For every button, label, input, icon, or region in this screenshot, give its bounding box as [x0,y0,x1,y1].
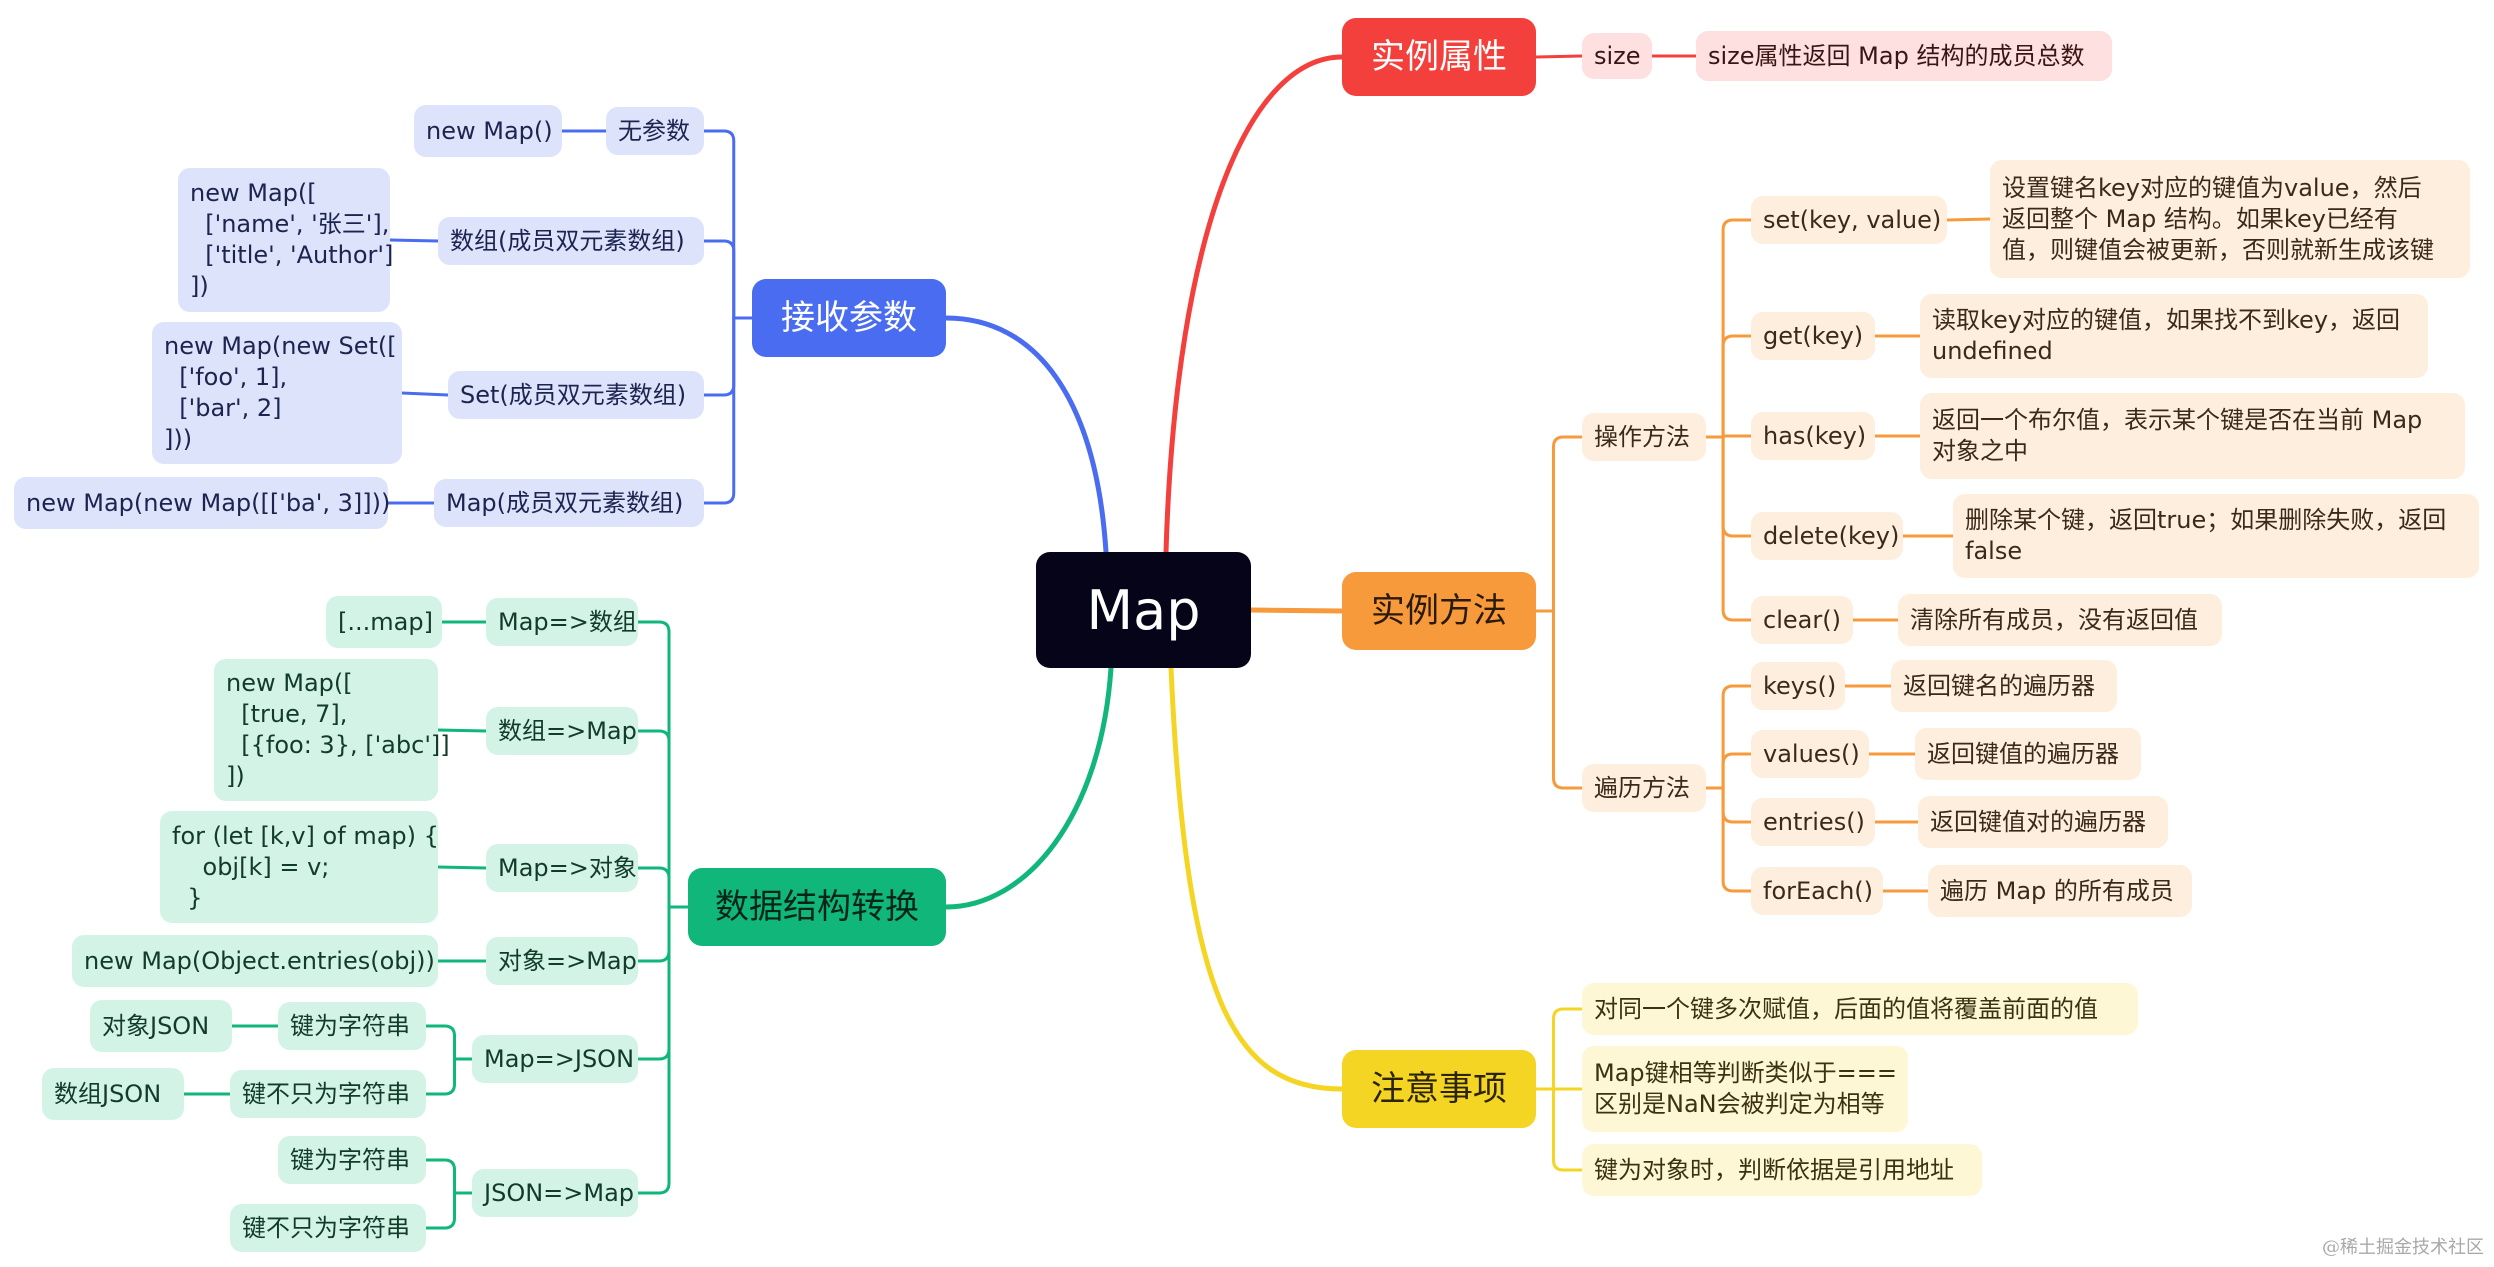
connector-branch [1721,752,1753,790]
connector-branch [1551,1007,1584,1091]
node-keys[interactable]: keys() [1751,662,1845,710]
connector-branch [424,1057,457,1096]
root-node-map[interactable]: Map [1036,552,1251,668]
node-note-reference[interactable]: 键为对象时，判断依据是引用地址 [1582,1144,1982,1196]
node-map-to-array[interactable]: Map=>数组 [486,598,638,646]
connector-branch [1721,435,1753,538]
node-keys-desc[interactable]: 返回键名的遍历器 [1891,660,2117,712]
node-get[interactable]: get(key) [1751,312,1875,360]
branch-data-conversion[interactable]: 数据结构转换 [688,868,946,946]
connector-branch [1721,786,1753,824]
node-delete-desc[interactable]: 删除某个键，返回true；如果删除失败，返回 false [1953,494,2479,578]
node-map-to-object-example[interactable]: for (let [k,v] of map) { obj[k] = v; } [160,811,439,923]
connector-branch [424,1191,457,1230]
node-json-to-map-string-keys[interactable]: 键为字符串 [278,1136,426,1184]
node-object-to-map-example[interactable]: new Map(Object.entries(obj)) [72,935,438,987]
connector-main-red [1163,54,1345,555]
branch-notes[interactable]: 注意事项 [1342,1050,1536,1128]
node-size[interactable]: size [1582,33,1652,79]
connector-main-green [943,665,1114,910]
connector-branch [702,129,736,320]
watermark: @稀土掘金技术社区 [2322,1237,2484,1258]
node-map-param[interactable]: Map(成员双元素数组) [434,479,704,527]
node-clear-desc[interactable]: 清除所有成员，没有返回值 [1898,594,2222,646]
node-no-param-example[interactable]: new Map() [414,105,562,157]
node-array-param[interactable]: 数组(成员双元素数组) [438,217,704,265]
node-map-to-json-string-keys[interactable]: 键为字符串 [278,1002,426,1050]
node-array-to-map-example[interactable]: new Map([ [true, 7], [{foo: 3}, ['abc']]… [214,659,450,801]
connector-leaf [1945,217,1992,222]
node-map-param-example[interactable]: new Map(new Map([['ba', 3]])) [14,477,390,529]
node-note-nan[interactable]: Map键相等判断类似于=== 区别是NaN会被判定为相等 [1582,1046,1908,1132]
node-values[interactable]: values() [1751,730,1869,778]
node-map-to-array-example[interactable]: [...map] [326,596,442,648]
connector-branch [636,905,671,1061]
node-set-param[interactable]: Set(成员双元素数组) [448,371,704,419]
connector-branch [636,905,671,963]
node-clear[interactable]: clear() [1751,596,1853,644]
node-object-json[interactable]: 对象JSON [90,1000,232,1052]
connector-branch [636,729,671,909]
node-note-overwrite[interactable]: 对同一个键多次赋值，后面的值将覆盖前面的值 [1582,983,2138,1035]
node-operation-methods[interactable]: 操作方法 [1582,413,1706,461]
connector-leaf [400,391,450,397]
node-set[interactable]: set(key, value) [1751,196,1947,244]
connector-main-orange [1248,607,1345,614]
connector-branch [1721,218,1753,439]
node-get-desc[interactable]: 读取key对应的键值，如果找不到key，返回 undefined [1920,294,2428,378]
connector-leaf [388,238,440,243]
connector-branch [1551,435,1584,613]
connector-branch [702,316,736,505]
connector-branch [702,239,736,320]
node-map-to-json[interactable]: Map=>JSON [472,1035,638,1083]
connector-branch [1721,786,1753,893]
node-array-json[interactable]: 数组JSON [42,1068,184,1120]
node-foreach[interactable]: forEach() [1751,867,1883,915]
node-delete[interactable]: delete(key) [1751,512,1903,560]
connector-branch [1551,1087,1584,1172]
node-has-desc[interactable]: 返回一个布尔值，表示某个键是否在当前 Map 对象之中 [1920,393,2465,479]
node-json-to-map-mixed-keys[interactable]: 键不只为字符串 [230,1204,426,1252]
connector-branch [702,316,736,397]
connector-branch [424,1158,457,1195]
node-object-to-map[interactable]: 对象=>Map [486,937,638,985]
connector-branch [1551,609,1584,790]
branch-instance-properties[interactable]: 实例属性 [1342,18,1536,96]
node-map-to-object[interactable]: Map=>对象 [486,844,638,892]
node-set-param-example[interactable]: new Map(new Set([ ['foo', 1], ['bar', 2]… [152,322,402,464]
connector-main-blue [943,315,1109,555]
node-entries[interactable]: entries() [1751,798,1875,846]
connector-branch [636,905,671,1195]
branch-parameters[interactable]: 接收参数 [752,279,946,357]
node-array-to-map[interactable]: 数组=>Map [486,707,638,755]
node-json-to-map[interactable]: JSON=>Map [472,1169,638,1217]
connector-leaf [1534,54,1584,59]
node-has[interactable]: has(key) [1751,412,1875,460]
node-entries-desc[interactable]: 返回键值对的遍历器 [1918,796,2168,848]
node-values-desc[interactable]: 返回键值的遍历器 [1915,728,2141,780]
connector-branch [424,1024,457,1061]
connector-branch [636,620,671,909]
node-set-desc[interactable]: 设置键名key对应的键值为value，然后 返回整个 Map 结构。如果key已… [1990,160,2470,278]
connector-branch [636,866,671,909]
connector-branch [1721,334,1753,439]
branch-instance-methods[interactable]: 实例方法 [1342,572,1536,650]
connector-main-yellow [1168,665,1345,1092]
connector-branch [1721,684,1753,790]
connector-leaf [436,865,488,870]
connector-leaf [436,728,488,733]
connector-branch [1721,435,1753,622]
node-no-param[interactable]: 无参数 [606,107,704,155]
node-map-to-json-mixed-keys[interactable]: 键不只为字符串 [230,1070,426,1118]
node-size-desc[interactable]: size属性返回 Map 结构的成员总数 [1696,31,2112,81]
node-foreach-desc[interactable]: 遍历 Map 的所有成员 [1928,865,2192,917]
node-array-param-example[interactable]: new Map([ ['name', '张三'], ['title', 'Aut… [178,168,393,312]
node-iteration-methods[interactable]: 遍历方法 [1582,764,1706,812]
